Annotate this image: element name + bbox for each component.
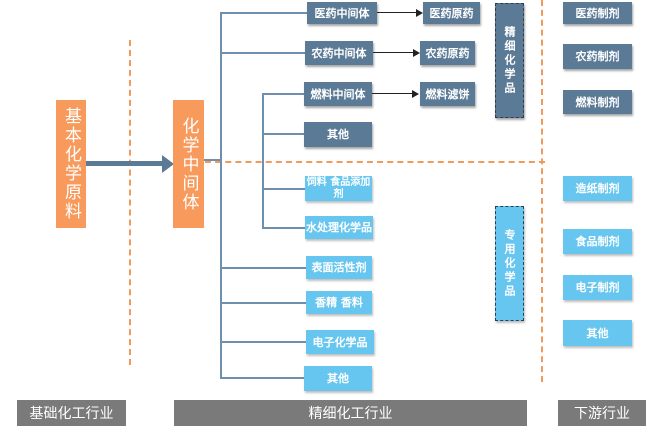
connector-h — [220, 267, 306, 269]
fine-branch-pharma-intermediate: 医药中间体 — [307, 2, 377, 24]
footer-fine-industry: 精细化工行业 — [174, 400, 527, 426]
downstream-label: 电子制剂 — [575, 281, 620, 294]
connector-h — [262, 188, 305, 190]
fine-branch-label: 其他 — [327, 128, 349, 141]
arrow-head — [413, 49, 420, 57]
basic-raw-material-label: 基本化学原料 — [61, 107, 81, 221]
connector-h — [262, 227, 305, 229]
downstream-label: 农药制剂 — [575, 50, 620, 63]
fine-product-label: 农药原药 — [425, 46, 470, 60]
downstream-label: 其他 — [586, 326, 609, 340]
special-branch-other: 其他 — [304, 366, 372, 391]
main-arrow-shaft — [86, 161, 168, 166]
fine-product-label: 医药原药 — [429, 6, 474, 20]
special-chemicals-category: 专用化学品 — [495, 206, 524, 321]
connector-h — [262, 93, 304, 95]
downstream-label: 造纸制剂 — [575, 182, 620, 195]
special-branch-label: 香精 香料 — [315, 296, 363, 309]
downstream-pesticide-formulation: 农药制剂 — [563, 44, 632, 69]
footer-fine-label: 精细化工行业 — [308, 406, 393, 422]
special-branch-flavor-fragrance: 香精 香料 — [306, 291, 372, 314]
special-branch-water-treatment: 水处理化学品 — [305, 216, 373, 239]
connector-stem — [204, 159, 221, 161]
downstream-label: 医药制剂 — [575, 6, 620, 20]
chem-intermediate-label: 化学中间体 — [178, 116, 199, 212]
fine-product-pharma: 医药原药 — [423, 2, 480, 24]
main-arrow-head — [162, 155, 174, 173]
arrow-line — [373, 52, 414, 53]
fine-branch-other: 其他 — [304, 122, 372, 147]
downstream-electronic-formulation: 电子制剂 — [563, 275, 632, 300]
fine-chemicals-label: 精细化学品 — [503, 25, 516, 96]
fine-branch-label: 农药中间体 — [311, 46, 367, 60]
footer-basic-label: 基础化工行业 — [29, 406, 114, 422]
special-branch-label: 其他 — [327, 372, 349, 385]
fine-product-label: 燃料滤饼 — [425, 87, 470, 101]
connector-h — [220, 12, 307, 14]
footer-downstream-industry: 下游行业 — [558, 400, 646, 426]
footer-basic-industry: 基础化工行业 — [17, 400, 126, 426]
downstream-food-formulation: 食品制剂 — [563, 229, 632, 254]
arrow-line — [372, 93, 413, 94]
divider-fine-downstream — [541, 0, 543, 382]
fine-chemicals-category: 精细化学品 — [495, 3, 524, 118]
connector-sub-vertical — [262, 93, 264, 227]
downstream-label: 食品制剂 — [575, 235, 620, 248]
divider-basic-fine — [129, 40, 131, 365]
downstream-label: 燃料制剂 — [575, 95, 620, 109]
connector-h — [262, 133, 304, 135]
special-branch-surfactant: 表面活性剂 — [306, 256, 372, 279]
special-branch-label: 电子化学品 — [312, 335, 368, 349]
connector-h — [220, 52, 305, 54]
special-chemicals-label: 专用化学品 — [503, 228, 516, 299]
arrow-head — [416, 9, 423, 17]
fine-branch-pesticide-intermediate: 农药中间体 — [305, 41, 373, 65]
fine-branch-label: 燃料中间体 — [310, 87, 366, 101]
fine-product-pesticide: 农药原药 — [420, 41, 475, 65]
connector-h — [220, 341, 306, 343]
special-branch-label: 水处理化学品 — [306, 221, 372, 234]
downstream-other: 其他 — [563, 320, 632, 346]
downstream-pharma-formulation: 医药制剂 — [563, 2, 632, 24]
special-branch-electronic-chem: 电子化学品 — [306, 330, 374, 354]
chem-intermediate-box: 化学中间体 — [173, 100, 204, 228]
downstream-dye-formulation: 燃料制剂 — [563, 90, 632, 114]
special-branch-label: 表面活性剂 — [311, 261, 367, 274]
footer-downstream-label: 下游行业 — [574, 406, 630, 422]
fine-product-dye: 燃料滤饼 — [420, 82, 475, 106]
arrow-line — [377, 12, 417, 13]
connector-main-vertical — [220, 12, 222, 378]
divider-fine-special — [205, 161, 545, 163]
arrow-head — [412, 90, 419, 98]
connector-h — [220, 377, 304, 379]
special-branch-label: 饲料 食品添加剂 — [306, 176, 371, 200]
fine-branch-dye-intermediate: 燃料中间体 — [304, 82, 372, 106]
special-branch-feed-food-additive: 饲料 食品添加剂 — [305, 176, 372, 201]
connector-h — [220, 302, 306, 304]
fine-branch-label: 医药中间体 — [314, 6, 370, 20]
basic-raw-material-box: 基本化学原料 — [56, 100, 86, 228]
downstream-paper-formulation: 造纸制剂 — [563, 176, 632, 201]
